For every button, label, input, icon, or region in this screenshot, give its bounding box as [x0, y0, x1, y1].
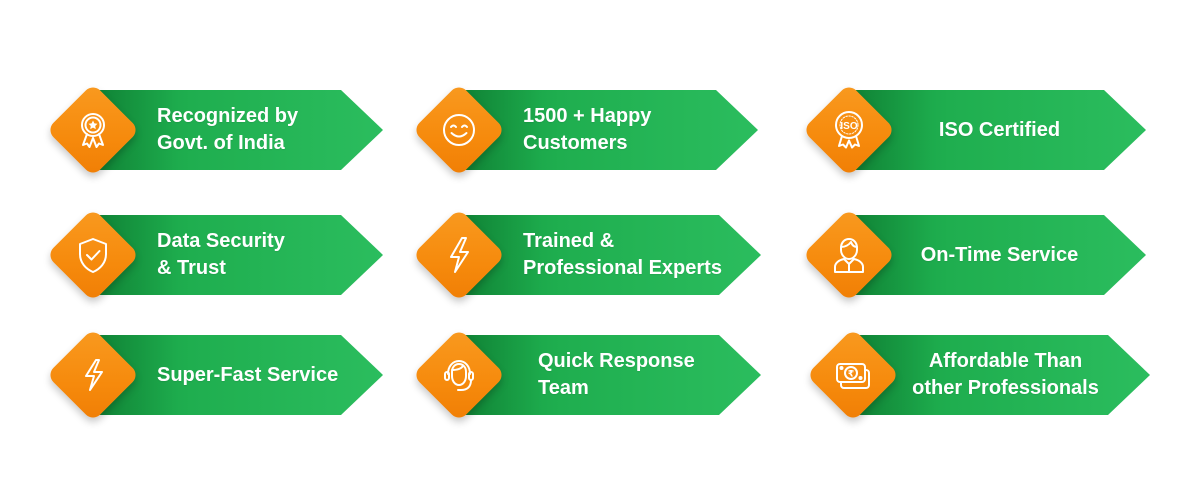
lightning-bolt-icon: [429, 225, 489, 285]
badge-label-line: Affordable Than: [928, 350, 1083, 372]
badge-iso-certified: ISO ISO Certified: [802, 83, 1146, 180]
badge-label-line: Govt. of India: [157, 132, 285, 154]
badge-label: Quick Response Team: [538, 335, 695, 415]
badge-label-line: Super-Fast Service: [157, 363, 339, 386]
badge-label: ISO Certified: [893, 90, 1106, 170]
rupee-money-icon: ₹: [823, 345, 883, 405]
badge-on-time-service: On-Time Service: [802, 208, 1146, 305]
badge-label: Trained & Professional Experts: [523, 215, 722, 295]
badge-label-line: Professional Experts: [523, 257, 722, 279]
headset-agent-icon: [429, 345, 489, 405]
badge-label-line: ISO Certified: [938, 118, 1061, 141]
lightning-bolt-icon: [63, 345, 123, 405]
badge-label-line: & Trust: [157, 257, 226, 279]
badge-band: [453, 90, 758, 170]
badge-super-fast-service: Super-Fast Service: [46, 328, 383, 425]
badge-quick-response: Quick Response Team: [412, 328, 761, 425]
badge-label: 1500 + Happy Customers: [523, 90, 651, 170]
badge-label-line: Team: [538, 377, 589, 399]
badge-recognized-govt: Recognized by Govt. of India: [46, 83, 383, 180]
smiley-face-icon: [429, 100, 489, 160]
badge-trained-experts: Trained & Professional Experts: [412, 208, 761, 305]
badge-label: Recognized by Govt. of India: [157, 90, 298, 170]
badge-band: [87, 215, 383, 295]
shield-check-icon: [63, 225, 123, 285]
badge-band: [87, 335, 383, 415]
badge-label: Super-Fast Service: [157, 335, 338, 415]
badge-band: [87, 90, 383, 170]
badge-data-security: Data Security & Trust: [46, 208, 383, 305]
badge-happy-customers: 1500 + Happy Customers: [412, 83, 758, 180]
badge-label-line: other Professionals: [912, 377, 1099, 399]
badge-label: On-Time Service: [893, 215, 1106, 295]
badge-band: [847, 335, 1150, 415]
badge-label: Data Security & Trust: [157, 215, 285, 295]
badge-label-line: Trained &: [523, 230, 615, 252]
badge-label-line: Data Security: [157, 230, 285, 252]
badge-band: [453, 215, 761, 295]
badge-label-line: Customers: [523, 132, 628, 154]
badge-band: [453, 335, 761, 415]
badge-affordable: ₹ Affordable Than other Professionals: [806, 328, 1150, 425]
badge-label: Affordable Than other Professionals: [897, 335, 1114, 415]
badge-label-line: Quick Response: [538, 350, 695, 372]
award-ribbon-icon: [63, 100, 123, 160]
badge-band: [843, 215, 1146, 295]
badge-label-line: Recognized by: [157, 105, 299, 127]
svg-text:₹: ₹: [848, 370, 854, 380]
badge-band: [843, 90, 1146, 170]
badge-label-line: 1500 + Happy: [523, 105, 652, 127]
badge-label-line: On-Time Service: [920, 243, 1079, 266]
svg-text:ISO: ISO: [840, 121, 857, 132]
person-icon: [819, 225, 879, 285]
iso-seal-icon: ISO: [819, 100, 879, 160]
